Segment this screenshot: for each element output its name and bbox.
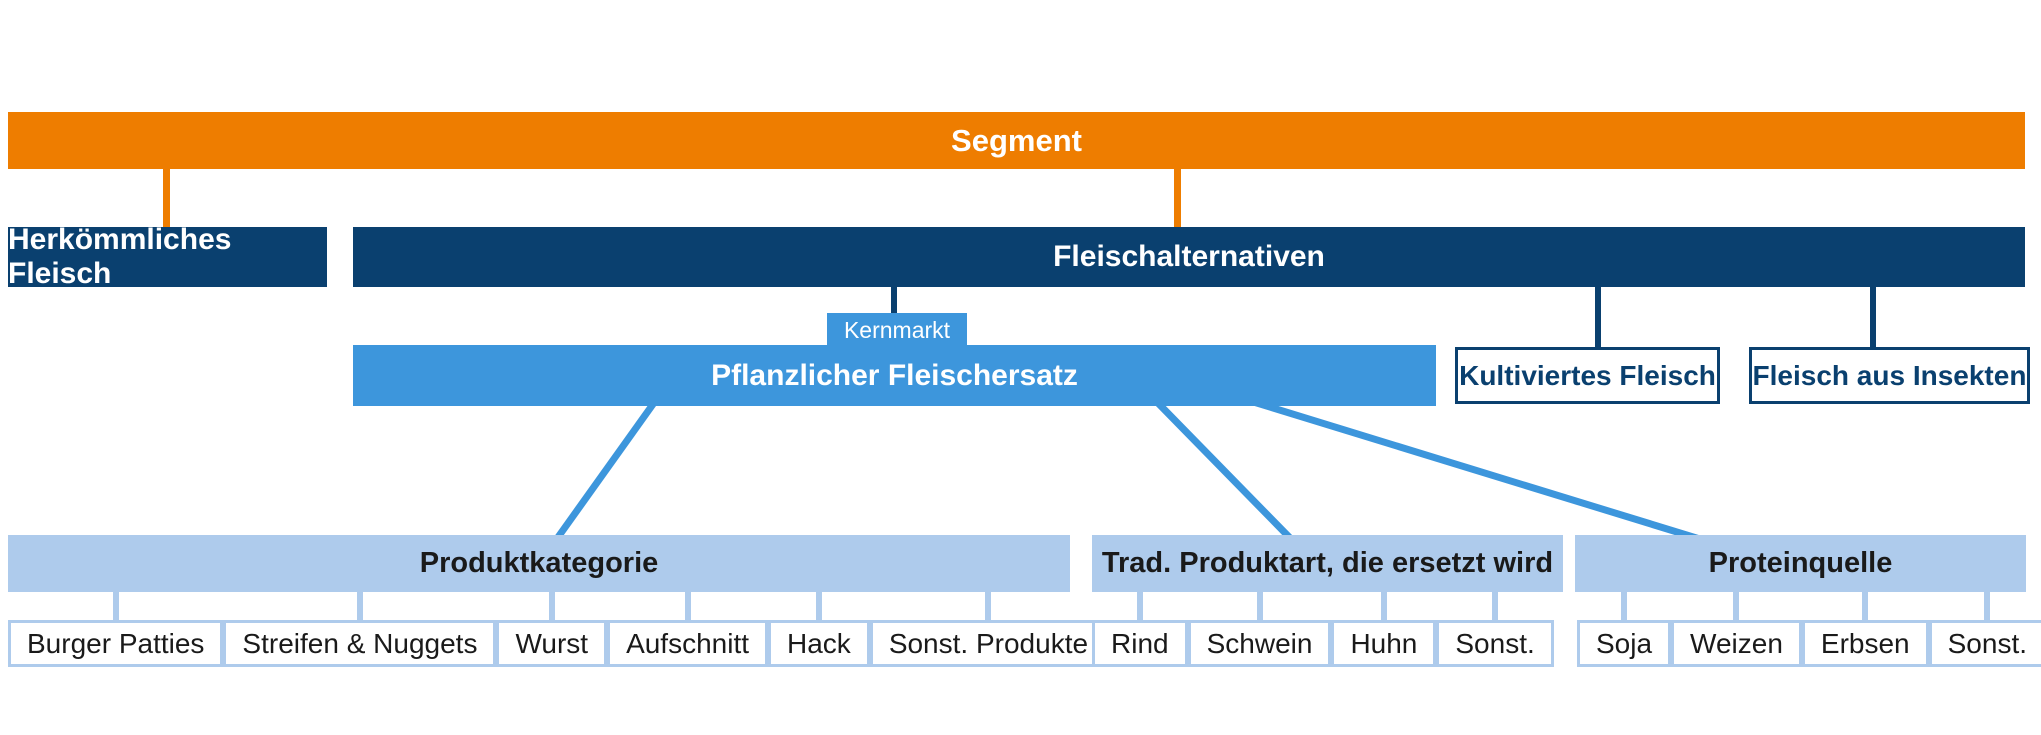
pflanzlicher-fleischersatz-label: Pflanzlicher Fleischersatz xyxy=(711,358,1078,392)
leaf-aufschnitt: Aufschnitt xyxy=(607,592,769,667)
herkoemmliches-fleisch-label: Herkömmliches Fleisch xyxy=(8,223,232,290)
fleisch-aus-insekten-label: Fleisch aus Insekten xyxy=(1752,359,2027,391)
kultiviertes-fleisch-box: Kultiviertes Fleisch xyxy=(1455,347,1720,404)
pflanzlicher-fleischersatz-bar: Pflanzlicher Fleischersatz xyxy=(353,345,1436,406)
kernmarkt-label: Kernmarkt xyxy=(843,316,951,343)
connector-segment-to-herkoemmliches xyxy=(163,168,170,228)
leaf-sonst: Sonst. xyxy=(1928,592,2041,667)
fleischalternativen-bar: Fleischalternativen xyxy=(353,227,2025,287)
connector-fleischalternativen-to-insekten xyxy=(1870,287,1876,349)
leaf-sonst-produkte: Sonst. Produkte xyxy=(869,592,1108,667)
kernmarkt-tab: Kernmarkt xyxy=(827,313,967,347)
connector-fleischalternativen-to-kultiviertes xyxy=(1595,287,1601,349)
trad-produktart-label: Trad. Produktart, die ersetzt wird xyxy=(1101,547,1554,579)
segment-label: Segment xyxy=(951,122,1082,158)
leaf-sonst: Sonst. xyxy=(1436,592,1554,667)
connector-segment-to-fleischalternativen xyxy=(1174,168,1181,228)
produktkategorie-label: Produktkategorie xyxy=(419,547,659,579)
fleischalternativen-label: Fleischalternativen xyxy=(1053,240,1325,273)
segment-bar: Segment xyxy=(8,112,2025,169)
connector-fleischalternativen-to-kernmarkt xyxy=(891,287,897,315)
herkoemmliches-fleisch-bar: Herkömmliches Fleisch xyxy=(8,223,327,290)
connector-diagonal-produktkategorie xyxy=(553,397,659,543)
leaf-streifen-nuggets: Streifen & Nuggets xyxy=(223,592,497,667)
leaf-erbsen: Erbsen xyxy=(1801,592,1929,667)
leaf-wurst: Wurst xyxy=(496,592,608,667)
fleisch-aus-insekten-box: Fleisch aus Insekten xyxy=(1749,347,2030,404)
category-bar-proteinquelle: Proteinquelle xyxy=(1575,535,2026,592)
leaf-soja: Soja xyxy=(1577,592,1672,667)
leaf-hack: Hack xyxy=(768,592,870,667)
leaf-huhn: Huhn xyxy=(1331,592,1437,667)
kultiviertes-fleisch-label: Kultiviertes Fleisch xyxy=(1459,359,1716,391)
leaf-schwein: Schwein xyxy=(1187,592,1332,667)
connector-diagonal-proteinquelle xyxy=(1245,396,1705,544)
proteinquelle-label: Proteinquelle xyxy=(1708,547,1893,579)
category-bar-produktkategorie: Produktkategorie xyxy=(8,535,1070,592)
leaf-rind: Rind xyxy=(1092,592,1188,667)
leaf-weizen: Weizen xyxy=(1671,592,1802,667)
connector-diagonal-trad-produktart xyxy=(1152,397,1295,543)
leaf-burger-patties: Burger Patties xyxy=(8,592,224,667)
category-bar-trad-produktart: Trad. Produktart, die ersetzt wird xyxy=(1092,535,1563,592)
